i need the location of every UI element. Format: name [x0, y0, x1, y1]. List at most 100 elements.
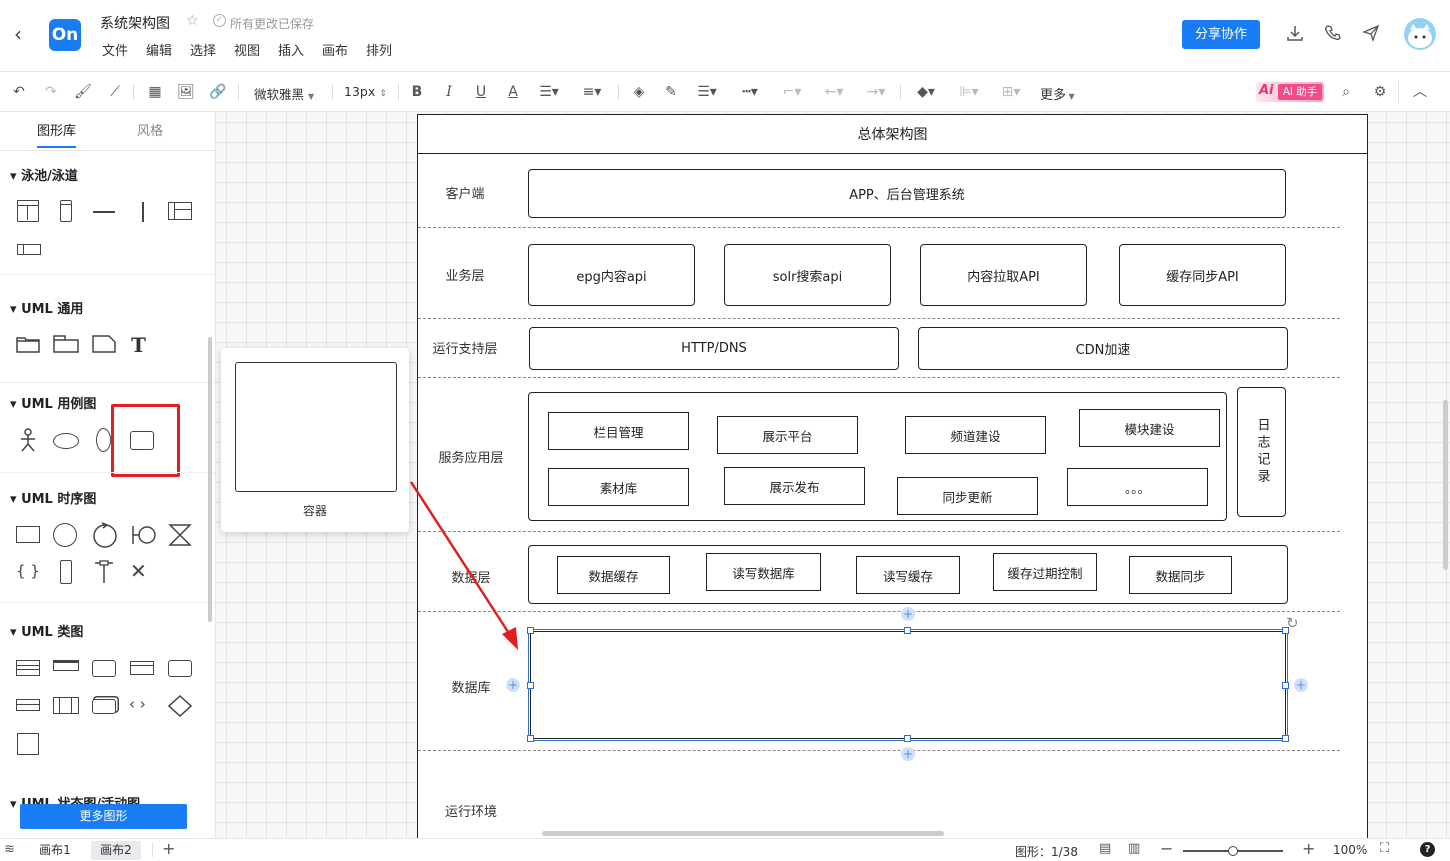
lane-label-data[interactable]: 数据层: [451, 571, 491, 586]
shape-class-vertical-split[interactable]: [53, 697, 79, 714]
support-box-http-dns[interactable]: HTTP/DNS: [529, 327, 899, 370]
section-uml-general[interactable]: ▾ UML 通用: [10, 302, 84, 317]
undo-icon[interactable]: ↶: [13, 84, 25, 100]
underline-icon[interactable]: U: [475, 84, 487, 100]
log-record-box[interactable]: 日志记录: [1237, 387, 1286, 517]
shape-angle-brackets[interactable]: ‹ ›: [129, 695, 146, 713]
lane-label-runtime-support[interactable]: 运行支持层: [432, 342, 498, 357]
section-uml-class[interactable]: ▾ UML 类图: [10, 625, 84, 640]
shape-diamond[interactable]: [167, 694, 193, 718]
menu-file[interactable]: 文件: [102, 44, 129, 59]
service-item-display-publish[interactable]: 展示发布: [724, 467, 865, 505]
align-icon[interactable]: ≡▾: [582, 84, 602, 100]
horizontal-scrollbar[interactable]: [542, 831, 944, 836]
add-page-icon[interactable]: +: [162, 839, 176, 858]
fill-pattern-icon[interactable]: ▦: [148, 84, 162, 100]
layer-icon[interactable]: ◆▾: [917, 84, 935, 100]
data-item-rw-cache[interactable]: 读写缓存: [856, 556, 960, 594]
line-color-icon[interactable]: ✎: [665, 84, 677, 100]
service-item-module-build[interactable]: 模块建设: [1079, 409, 1220, 447]
service-item-column-mgmt[interactable]: 栏目管理: [548, 412, 689, 450]
vertical-scrollbar[interactable]: [1443, 400, 1448, 570]
font-family-select[interactable]: 微软雅黑 ▼: [254, 87, 315, 102]
rotate-handle-icon[interactable]: ↻: [1286, 614, 1299, 632]
redo-icon[interactable]: ↷: [45, 84, 57, 100]
add-connect-right-icon[interactable]: +: [1294, 678, 1308, 692]
page-tab-1[interactable]: 画布1: [39, 843, 71, 857]
back-icon[interactable]: ‹: [14, 22, 22, 46]
shape-square[interactable]: [17, 733, 39, 755]
resize-handle-se[interactable]: [1282, 735, 1289, 742]
shape-destroy-line[interactable]: [93, 560, 115, 584]
fullscreen-icon[interactable]: ⛶: [1380, 841, 1390, 856]
phone-icon[interactable]: [1324, 24, 1342, 42]
send-icon[interactable]: [1362, 24, 1380, 42]
add-connect-top-icon[interactable]: +: [901, 607, 915, 621]
zoom-in-icon[interactable]: +: [1302, 839, 1316, 858]
shape-pool-vertical[interactable]: [60, 200, 72, 222]
clear-format-icon[interactable]: ⟋: [110, 84, 120, 100]
lane-label-client[interactable]: 客户端: [445, 187, 485, 202]
layers-icon[interactable]: ≋: [4, 842, 15, 857]
font-color-icon[interactable]: A: [508, 84, 518, 100]
link-icon[interactable]: 🔗: [209, 84, 227, 100]
arrow-end-icon[interactable]: →▾: [866, 84, 886, 100]
panel-scrollbar[interactable]: [208, 337, 212, 622]
shape-class-compact[interactable]: [16, 699, 40, 711]
help-icon[interactable]: ?: [1420, 842, 1435, 857]
data-item-rw-database[interactable]: 读写数据库: [706, 553, 821, 591]
menu-arrange[interactable]: 排列: [366, 44, 393, 59]
shape-use-case-ellipse[interactable]: [53, 433, 79, 449]
tab-style[interactable]: 风格: [137, 124, 164, 139]
line-style-icon[interactable]: ┅▾: [742, 84, 758, 100]
diagram-title-bar[interactable]: 总体架构图: [417, 114, 1368, 154]
align-objects-icon[interactable]: ⊫▾: [959, 84, 979, 100]
share-button[interactable]: 分享协作: [1182, 20, 1260, 49]
shape-text[interactable]: T: [131, 333, 146, 357]
shape-rounded-rect[interactable]: [92, 660, 116, 677]
shape-lane-table[interactable]: [168, 202, 192, 220]
zoom-level[interactable]: 100%: [1333, 843, 1368, 857]
bold-icon[interactable]: B: [411, 84, 423, 100]
business-box-solr[interactable]: solr搜索api: [724, 244, 891, 306]
fill-color-icon[interactable]: ◈: [633, 84, 645, 100]
shape-vertical-line[interactable]: [142, 202, 144, 222]
shape-activation-bar[interactable]: [60, 560, 72, 584]
zoom-slider-track[interactable]: [1183, 846, 1283, 856]
zoom-out-icon[interactable]: −: [1160, 839, 1174, 858]
menu-insert[interactable]: 插入: [278, 44, 305, 59]
search-replace-icon[interactable]: ⌕: [1342, 84, 1350, 100]
arrow-start-icon[interactable]: ←▾: [824, 84, 844, 100]
fit-page-icon[interactable]: ▤: [1099, 841, 1112, 856]
shape-hourglass[interactable]: [168, 524, 192, 546]
service-item-channel-build[interactable]: 频道建设: [905, 416, 1046, 454]
shape-horizontal-line[interactable]: [93, 211, 115, 213]
menu-select[interactable]: 选择: [190, 44, 217, 59]
resize-handle-sw[interactable]: [527, 735, 534, 742]
shape-class-header[interactable]: [130, 661, 154, 675]
menu-canvas[interactable]: 画布: [322, 44, 349, 59]
ai-assistant-button[interactable]: Ai AI 助手: [1256, 82, 1324, 102]
tab-shape-library[interactable]: 图形库: [37, 124, 77, 139]
lane-label-database[interactable]: 数据库: [451, 681, 491, 696]
line-spacing-icon[interactable]: ☰▾: [539, 84, 559, 100]
line-width-icon[interactable]: ☰▾: [697, 84, 717, 100]
shape-interface-icon[interactable]: [131, 523, 157, 547]
shape-braces[interactable]: { }: [16, 562, 40, 580]
shape-pool-horizontal[interactable]: [17, 200, 39, 222]
business-box-epg[interactable]: epg内容api: [528, 244, 695, 306]
section-uml-use-case[interactable]: ▾ UML 用例图: [10, 397, 97, 412]
settings-sliders-icon[interactable]: ⚙: [1373, 84, 1387, 100]
book-view-icon[interactable]: ▥: [1128, 841, 1141, 856]
collapse-toolbar-icon[interactable]: ︿: [1413, 84, 1427, 100]
document-title[interactable]: 系统架构图: [100, 16, 170, 32]
lane-label-service-app[interactable]: 服务应用层: [438, 451, 504, 466]
app-logo[interactable]: On: [49, 19, 81, 51]
add-connect-left-icon[interactable]: +: [506, 678, 520, 692]
font-size-select[interactable]: 13px ⇕: [344, 84, 387, 99]
section-pool-lane[interactable]: ▾ 泳池/泳道: [10, 169, 78, 184]
drawing-canvas[interactable]: 总体架构图 客户端 业务层 运行支持层 服务应用层 数据层 数据库 运行环境 A…: [216, 112, 1450, 838]
download-icon[interactable]: [1286, 24, 1304, 42]
distribute-icon[interactable]: ⊞▾: [1001, 84, 1021, 100]
more-menu[interactable]: 更多 ▼: [1040, 88, 1075, 103]
